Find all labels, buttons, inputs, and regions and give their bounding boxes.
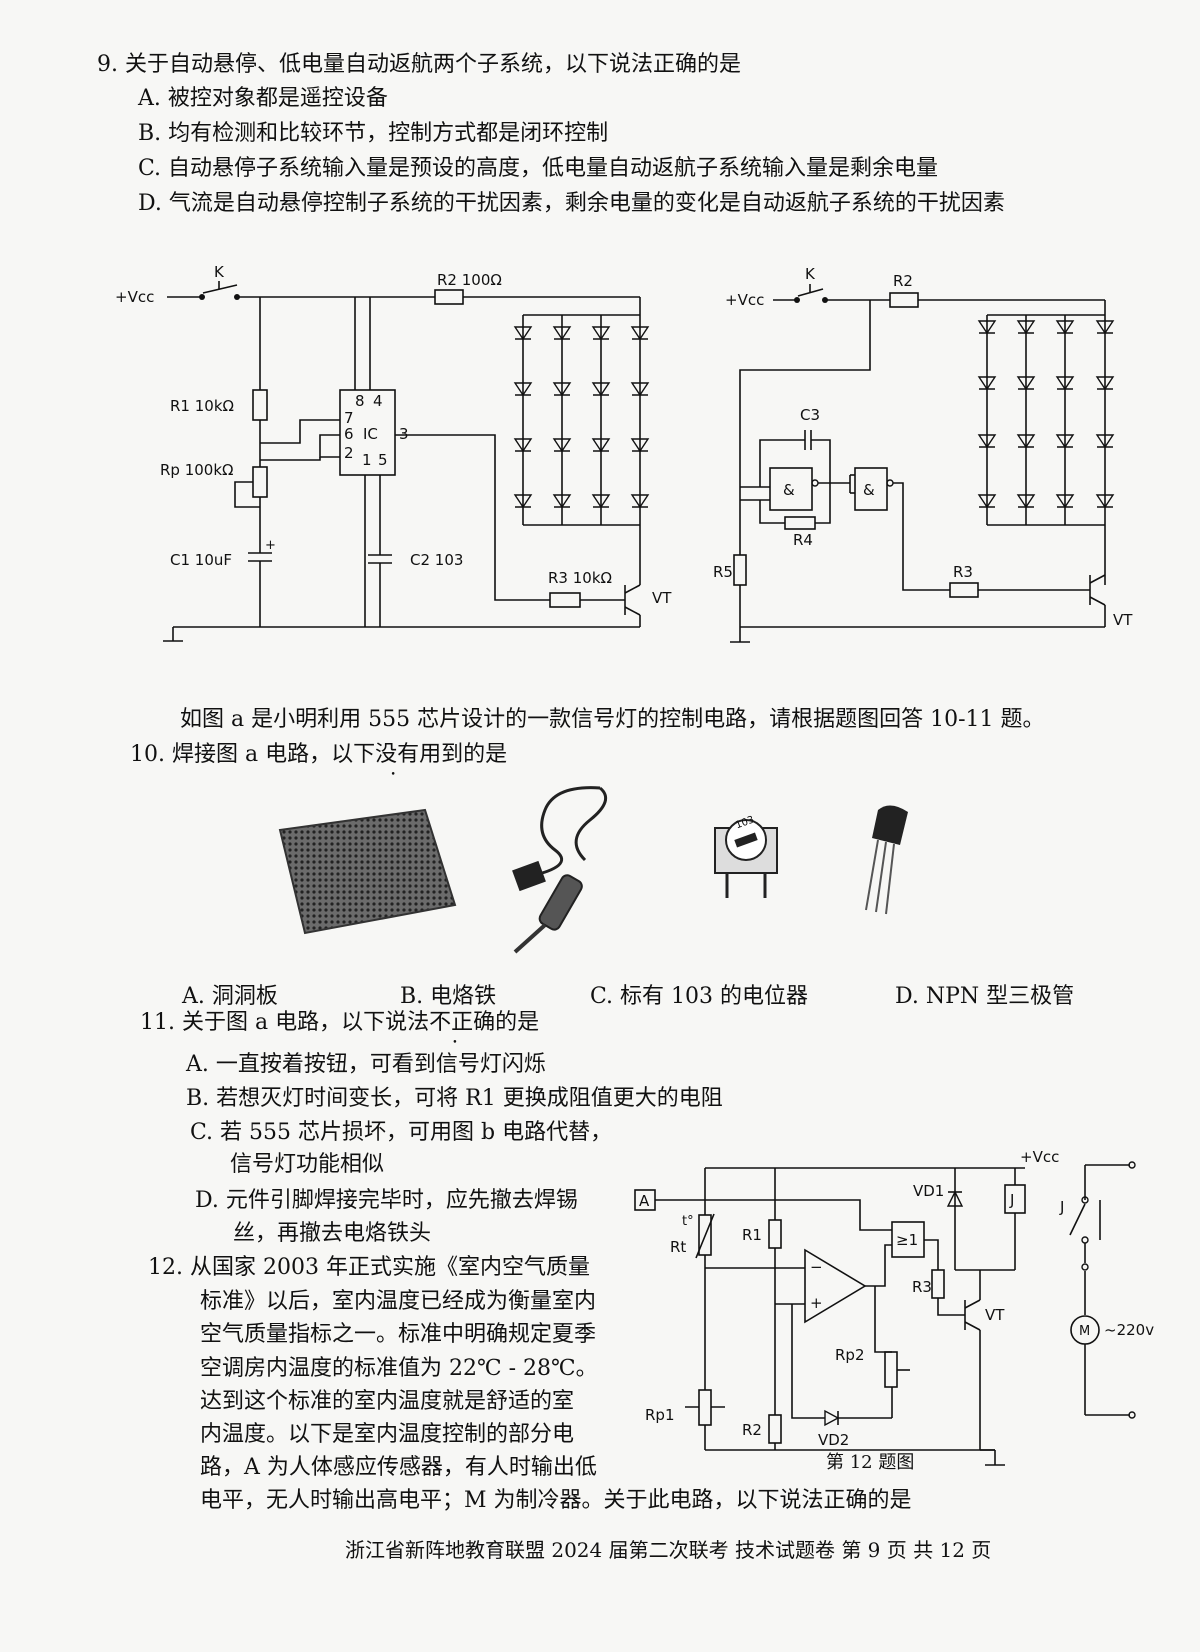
cb-vt: VT <box>1113 611 1133 629</box>
c12-plus: + <box>810 1294 823 1312</box>
page-footer: 浙江省新阵地教育联盟 2024 届第二次联考 技术试题卷 第 9 页 共 12 … <box>345 1538 992 1562</box>
q11-option-b: B. 若想灭灯时间变长，可将 R1 更换成阻值更大的电阻 <box>186 1086 723 1111</box>
q11-option-c-line2: 信号灯功能相似 <box>230 1152 385 1177</box>
ca-pin-6: 6 <box>344 425 354 443</box>
ca-pin-7: 7 <box>344 409 354 427</box>
q11-option-a: A. 一直按着按钮，可看到信号灯闪烁 <box>186 1052 546 1077</box>
ca-c1: C1 10uF <box>170 551 232 569</box>
cb-r5: R5 <box>713 563 733 581</box>
ca-c2: C2 103 <box>410 551 463 569</box>
q12-line-7: 路，A 为人体感应传感器，有人时输出低 <box>200 1455 597 1480</box>
c12-ac: ~220v <box>1104 1321 1154 1339</box>
ca-pin-2: 2 <box>344 444 354 462</box>
q10-option-b: B. 电烙铁 <box>400 984 497 1009</box>
ca-ic-label: IC <box>363 425 378 443</box>
q10-stem-em: 没有 <box>375 742 419 767</box>
q12-line-5: 达到这个标准的室内温度就是舒适的室 <box>200 1389 575 1414</box>
perfboard-image <box>278 808 457 935</box>
c12-a: A <box>639 1192 650 1210</box>
q11-stem: 11. 关于图 a 电路，以下说法不正确的是 <box>140 1008 539 1038</box>
q12-line-2: 标准》以后，室内温度已经成为衡量室内 <box>200 1289 597 1314</box>
q12-line-3: 空气质量指标之一。标准中明确规定夏季 <box>200 1322 597 1347</box>
q10-11-intro: 如图 a 是小明利用 555 芯片设计的一款信号灯的控制电路，请根据题图回答 1… <box>180 707 1045 732</box>
ca-vcc: +Vcc <box>115 288 154 306</box>
q11-option-d-line2: 丝，再撤去电烙铁头 <box>233 1221 432 1246</box>
c12-r2: R2 <box>742 1421 762 1439</box>
q9-option-d: D. 气流是自动悬停控制子系统的干扰因素，剩余电量的变化是自动返航子系统的干扰因… <box>138 191 1005 216</box>
c12-r3: R3 <box>912 1278 932 1296</box>
c12-vt: VT <box>985 1306 1005 1324</box>
q11-stem-em: 不正确 <box>429 1010 495 1035</box>
q12-figure-caption: 第 12 题图 <box>826 1452 915 1473</box>
cb-gate2: & <box>863 481 875 499</box>
cb-k: K <box>805 265 816 283</box>
cb-c3: C3 <box>800 406 820 424</box>
q11-option-d-line1: D. 元件引脚焊接完毕时，应先撤去焊锡 <box>195 1188 578 1213</box>
transistor-image <box>865 805 908 915</box>
q11-stem-pre: 11. 关于图 a 电路，以下说法 <box>140 1010 430 1035</box>
q12-line-8: 电平，无人时输出高电平；M 为制冷器。关于此电路，以下说法正确的是 <box>200 1488 912 1513</box>
soldering-iron-image <box>512 786 608 954</box>
cb-r4: R4 <box>793 531 813 549</box>
c12-gate: ≥1 <box>896 1231 918 1249</box>
c12-vd1: VD1 <box>913 1182 944 1200</box>
q12-line-6: 内温度。以下是室内温度控制的部分电 <box>200 1422 575 1447</box>
ca-r1: R1 10kΩ <box>170 397 234 415</box>
c12-vd2: VD2 <box>818 1431 849 1449</box>
ca-pin-5: 5 <box>378 451 388 469</box>
ca-k: K <box>214 263 225 281</box>
q10-stem-pre: 10. 焊接图 a 电路，以下 <box>130 742 376 767</box>
c12-rt: Rt <box>670 1238 686 1256</box>
q9-option-b: B. 均有检测和比较环节，控制方式都是闭环控制 <box>138 121 609 146</box>
c12-minus: − <box>810 1258 823 1276</box>
q10-option-d: D. NPN 型三极管 <box>895 984 1075 1009</box>
q11-stem-post: 的是 <box>495 1010 540 1035</box>
c12-t: t° <box>682 1214 694 1229</box>
c12-m: M <box>1079 1324 1090 1339</box>
ca-r2: R2 100Ω <box>437 271 502 289</box>
ca-pin-3: 3 <box>399 425 409 443</box>
circuit-a-diagram: +Vcc K R2 100Ω R1 10kΩ Rp 100kΩ + C1 10u… <box>115 263 672 642</box>
q12-line-4: 空调房内温度的标准值为 22℃ - 28℃。 <box>200 1356 598 1381</box>
q9-stem: 9. 关于自动悬停、低电量自动返航两个子系统，以下说法正确的是 <box>97 52 741 77</box>
q9-option-c: C. 自动悬停子系统输入量是预设的高度，低电量自动返航子系统输入量是剩余电量 <box>138 156 939 181</box>
ca-pin-4: 4 <box>373 392 383 410</box>
cb-r2: R2 <box>893 272 913 290</box>
circuit-b-diagram: +Vcc K R2 R5 & & C3 R4 <box>713 265 1133 643</box>
q10-option-a: A. 洞洞板 <box>182 984 278 1009</box>
q10-stem: 10. 焊接图 a 电路，以下没有用到的是 <box>130 740 507 770</box>
potentiometer-image: 103 <box>714 814 778 898</box>
ca-vt: VT <box>652 589 672 607</box>
ca-rp: Rp 100kΩ <box>160 461 234 479</box>
q10-option-c: C. 标有 103 的电位器 <box>590 984 809 1009</box>
cb-vcc: +Vcc <box>725 291 764 309</box>
cb-gate1: & <box>783 481 795 499</box>
cb-r3: R3 <box>953 563 973 581</box>
q10-stem-post: 用到的是 <box>419 742 508 767</box>
c12-j-contact: J <box>1059 1198 1064 1216</box>
q11-option-c-line1: C. 若 555 芯片损坏，可用图 b 电路代替， <box>190 1120 613 1145</box>
c12-rp1: Rp1 <box>645 1406 675 1424</box>
q9-option-a: A. 被控对象都是遥控设备 <box>138 86 388 111</box>
ca-pin-8: 8 <box>355 392 365 410</box>
ca-pin-1: 1 <box>362 451 372 469</box>
svg-text:+: + <box>265 538 276 553</box>
ca-r3: R3 10kΩ <box>548 569 612 587</box>
c12-r1: R1 <box>742 1226 762 1244</box>
q12-line-1: 12. 从国家 2003 年正式实施《室内空气质量 <box>148 1255 590 1280</box>
c12-j: J <box>1009 1191 1014 1209</box>
c12-vcc: +Vcc <box>1020 1148 1059 1166</box>
q12-circuit-diagram: +Vcc A t° Rt Rp1 R1 R2 − + VD2 Rp2 ≥1 R3… <box>634 1148 1154 1466</box>
c12-rp2: Rp2 <box>835 1346 865 1364</box>
